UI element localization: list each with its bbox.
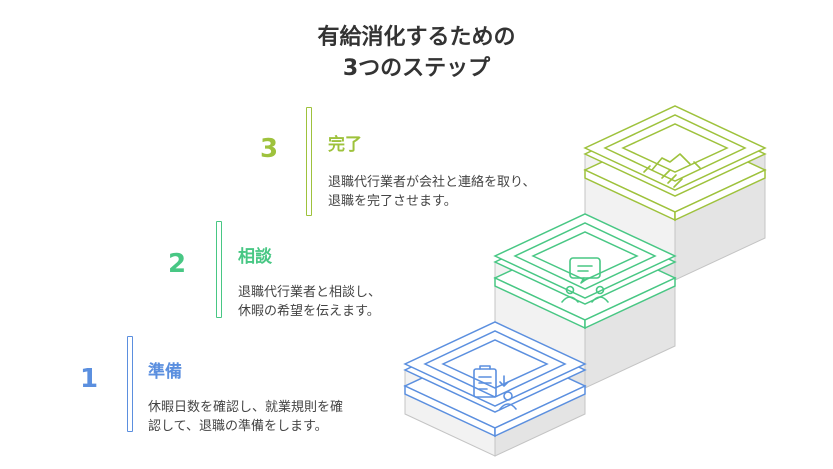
title-line-2: 3つのステップ <box>342 56 491 81</box>
step-3-desc-line-1: 退職代行業者が会社と連絡を取り、 <box>328 175 536 190</box>
step-3-number: 3 <box>260 134 279 164</box>
consultation-chat-icon <box>561 257 609 303</box>
block-step-2 <box>493 213 677 389</box>
block-step-3 <box>583 105 767 281</box>
step-2-number: 2 <box>168 249 187 279</box>
diagram-title: 有給消化するための 3つのステップ <box>0 22 833 84</box>
step-3-title: 完了 <box>328 135 362 155</box>
step-3-desc-line-2: 退職を完了させます。 <box>328 194 457 209</box>
handshake-icon <box>643 153 701 188</box>
step-1-number: 1 <box>80 364 99 394</box>
step-3-description: 退職代行業者が会社と連絡を取り、 退職を完了させます。 <box>328 173 535 211</box>
step-1-description: 休暇日数を確認し、就業規則を確 認して、退職の準備をします。 <box>148 398 343 436</box>
step-3-bar <box>306 107 312 216</box>
block-step-1 <box>403 321 587 457</box>
clipboard-person-icon <box>473 365 517 410</box>
step-1-desc-line-1: 休暇日数を確認し、就業規則を確 <box>148 400 344 415</box>
title-line-1: 有給消化するための <box>317 25 516 50</box>
step-1-bar <box>127 336 133 432</box>
step-2-bar <box>216 221 222 318</box>
step-1-desc-line-2: 認して、退職の準備をします。 <box>148 419 328 434</box>
step-2-description: 退職代行業者と相談し、 休暇の希望を伝えます。 <box>238 283 381 321</box>
step-1-title: 準備 <box>148 362 182 382</box>
step-2-desc-line-1: 退職代行業者と相談し、 <box>238 285 382 300</box>
step-2-title: 相談 <box>238 247 272 267</box>
step-2-desc-line-2: 休暇の希望を伝えます。 <box>238 304 380 319</box>
